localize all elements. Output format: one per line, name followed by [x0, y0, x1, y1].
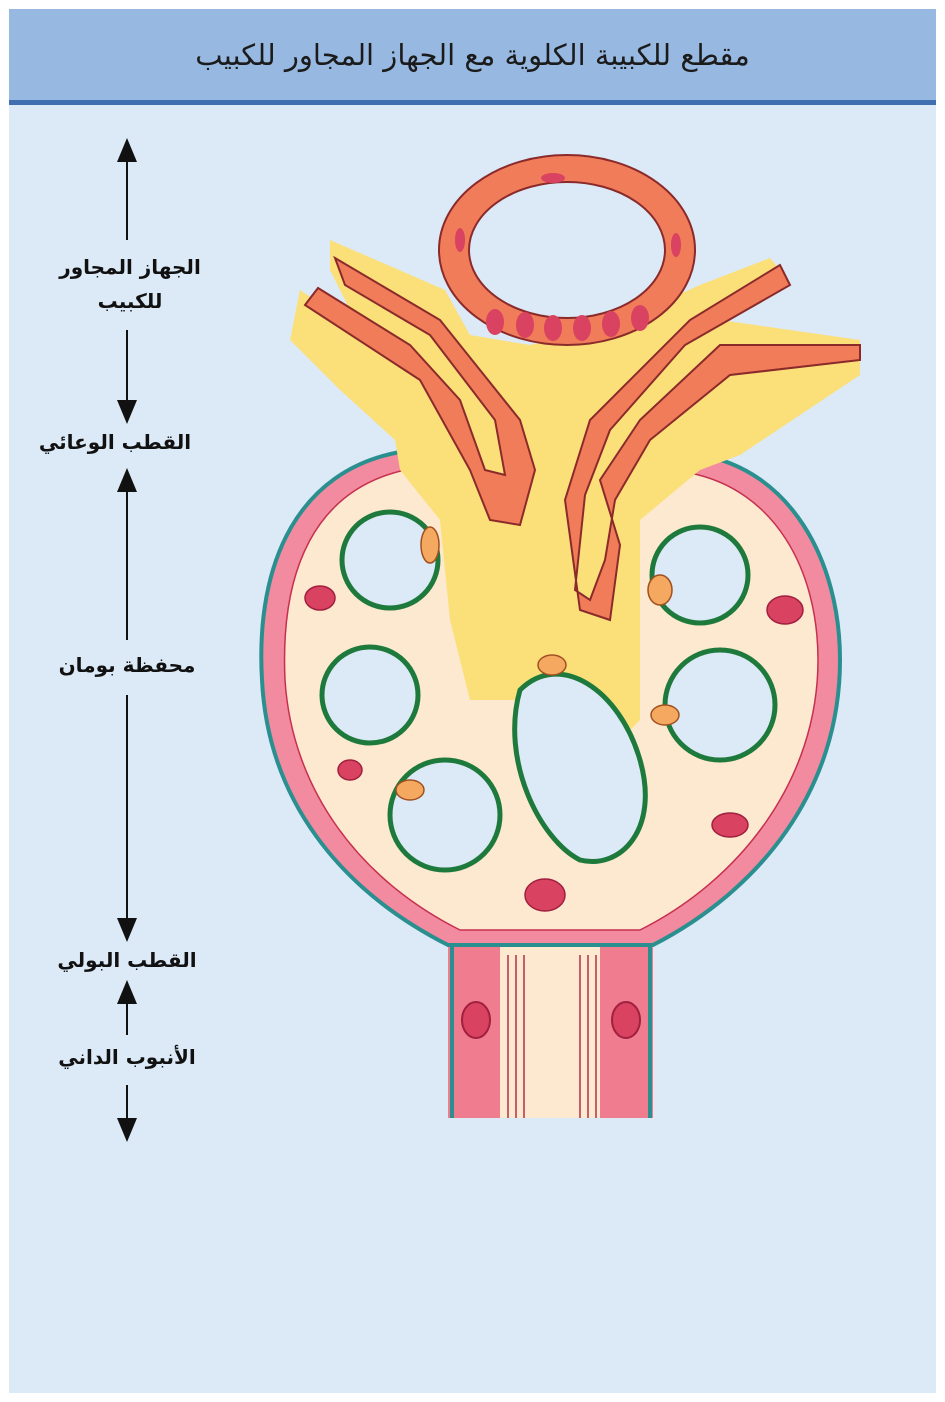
label-urinary-pole: القطب البولي — [57, 948, 197, 972]
capillary-loops — [319, 509, 778, 873]
macula-densa-tubule — [438, 154, 696, 346]
label-juxtaglomerular-line2: للكبيب — [97, 289, 163, 313]
endothelial-nuclei — [304, 585, 804, 912]
label-vascular-pole: القطب الوعائي — [38, 430, 192, 454]
capillary-loop — [387, 757, 503, 873]
podocytes — [395, 526, 680, 801]
proximal-tubule — [448, 945, 653, 1118]
label-juxtaglomerular-line1: الجهاز المجاور — [59, 255, 201, 279]
efferent-arteriole — [563, 263, 861, 622]
capillary-loop — [512, 671, 648, 864]
label-juxtaglomerular-apparatus: الجهاز المجاور للكبيب — [30, 250, 230, 318]
capillary-loop — [649, 524, 751, 626]
label-bowman-capsule: محفظة بومان — [58, 653, 196, 677]
capillary-loop — [662, 647, 778, 763]
capillary-loop — [339, 509, 441, 611]
capillary-loop — [319, 644, 421, 746]
afferent-arteriole — [303, 255, 537, 527]
title-bar: مقطع للكبيبة الكلوية مع الجهاز المجاور ل… — [9, 9, 936, 105]
diagram-title: مقطع للكبيبة الكلوية مع الجهاز المجاور ل… — [195, 37, 750, 72]
label-proximal-tubule: الأنبوب الداني — [58, 1045, 196, 1069]
